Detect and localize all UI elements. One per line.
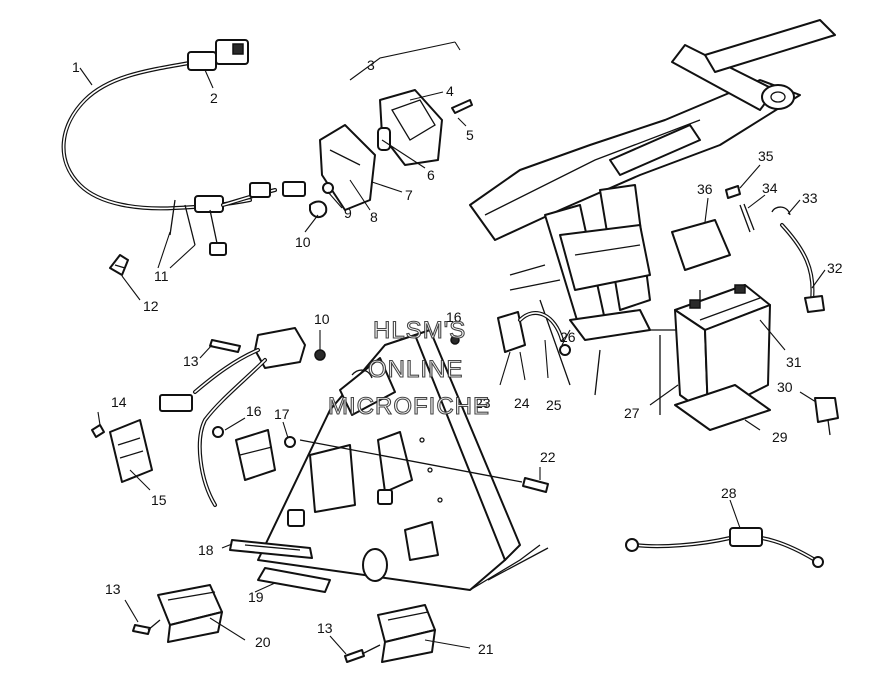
callout-8: 8 (370, 209, 378, 225)
callout-17: 17 (274, 406, 290, 422)
callout-10a: 10 (295, 234, 311, 250)
callout-33: 33 (802, 190, 818, 206)
callout-29: 29 (772, 429, 788, 445)
wiring-harness (61, 39, 306, 256)
watermark-line-3: MICROFICHE (328, 393, 490, 420)
callout-2: 2 (210, 90, 218, 106)
callout-13a: 13 (183, 353, 199, 369)
pad-36 (671, 219, 731, 271)
callout-6: 6 (427, 167, 435, 183)
strip-18 (229, 539, 313, 559)
callout-26: 26 (560, 329, 576, 345)
strip-19 (257, 567, 331, 593)
bracket-12 (109, 254, 129, 276)
callout-25: 25 (546, 397, 562, 413)
bolt-34-35 (725, 185, 755, 233)
callout-32: 32 (827, 260, 843, 276)
callout-34: 34 (762, 180, 778, 196)
bolt-22 (299, 439, 549, 493)
callout-labels: 1 2 3 4 5 6 7 8 9 10 11 12 13 10 16 26 1… (72, 57, 843, 657)
callout-3: 3 (367, 57, 375, 73)
frame-tubes (469, 19, 836, 415)
callout-10b: 10 (314, 311, 330, 327)
mounting-plate (229, 329, 549, 593)
connector-2 (187, 51, 217, 71)
callout-36: 36 (697, 181, 713, 197)
control-box-harness (159, 327, 460, 507)
callout-20: 20 (255, 634, 271, 650)
watermark: HLSM'S ONLINE MICROFICHE (327, 316, 490, 420)
callout-30: 30 (777, 379, 793, 395)
terminal-30 (814, 397, 839, 436)
bracket-21 (344, 604, 436, 663)
cable-32 (771, 206, 825, 313)
leader-lines (79, 41, 826, 655)
callout-15: 15 (151, 492, 167, 508)
battery-27 (674, 284, 771, 416)
watermark-line-1: HLSM'S (373, 317, 466, 344)
callout-13c: 13 (317, 620, 333, 636)
callout-9: 9 (344, 205, 352, 221)
callout-21: 21 (478, 641, 494, 657)
callout-13b: 13 (105, 581, 121, 597)
callout-27: 27 (624, 405, 640, 421)
callout-14: 14 (111, 394, 127, 410)
callout-5: 5 (466, 127, 474, 143)
callout-12: 12 (143, 298, 159, 314)
module-16 (235, 429, 276, 481)
callout-16b: 16 (246, 403, 262, 419)
callout-4: 4 (446, 83, 454, 99)
callout-1: 1 (72, 59, 80, 75)
bracket-20 (132, 584, 223, 643)
cable-28 (625, 527, 824, 568)
callout-24: 24 (514, 395, 530, 411)
callout-16a: 16 (446, 309, 462, 325)
pad-29 (674, 384, 771, 431)
callout-28: 28 (721, 485, 737, 501)
callout-35: 35 (758, 148, 774, 164)
bracket-15 (91, 419, 153, 483)
callout-11: 11 (154, 268, 169, 284)
callout-22: 22 (540, 449, 556, 465)
callout-18: 18 (198, 542, 214, 558)
callout-23: 23 (475, 395, 491, 411)
callout-31: 31 (786, 354, 802, 370)
watermark-line-2: ONLINE (368, 356, 463, 383)
relay-24 (497, 310, 571, 356)
tail-light-assembly (309, 89, 473, 218)
callout-19: 19 (248, 589, 264, 605)
callout-7: 7 (405, 187, 413, 203)
